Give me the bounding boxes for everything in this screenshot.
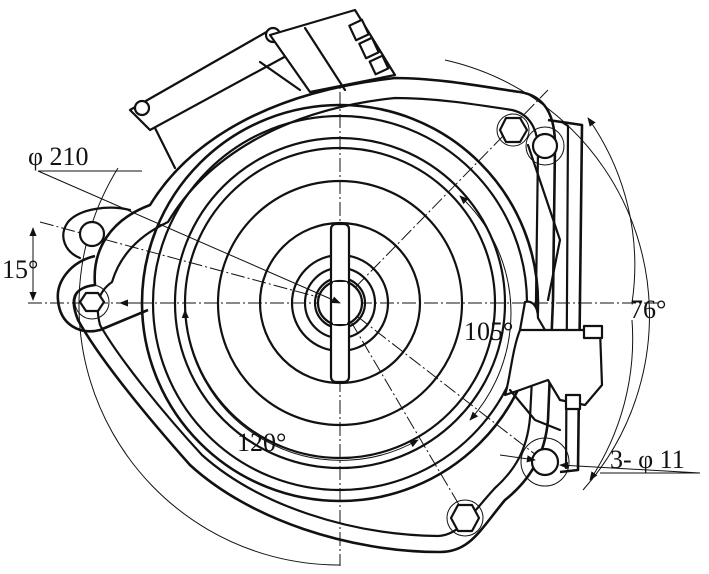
right-clamp-body bbox=[503, 300, 604, 407]
lower-right-hole bbox=[530, 447, 560, 477]
top-flange-bolt-left bbox=[133, 99, 151, 117]
top-block-tab-1 bbox=[348, 18, 370, 42]
lower-right-hole-ring bbox=[520, 437, 570, 487]
upper-hex-bolt-ring bbox=[496, 113, 530, 147]
angle-76-arc-upper bbox=[587, 117, 636, 304]
angle-76-arc-lower bbox=[589, 319, 634, 481]
right-clamp-upper-arm bbox=[526, 143, 562, 302]
angle-15-label: 15° bbox=[2, 255, 38, 284]
angle-105-label: 105° bbox=[464, 317, 513, 346]
right-clamp-lower-arm bbox=[508, 388, 562, 432]
bolt-circle-arc-left bbox=[78, 167, 341, 566]
top-block-edge bbox=[303, 26, 347, 92]
dimensions bbox=[29, 117, 701, 481]
bolt-lower-center-line bbox=[339, 302, 469, 521]
angle-120-arc bbox=[181, 309, 419, 461]
diameter-leader bbox=[37, 170, 341, 304]
hole-center-line bbox=[339, 302, 546, 463]
angle-76-label: 76° bbox=[630, 295, 666, 324]
left-hex-bolt bbox=[78, 291, 106, 313]
top-flange-plate bbox=[128, 28, 290, 132]
left-hex-bolt-ring bbox=[74, 284, 110, 320]
top-connector bbox=[128, 8, 397, 170]
left-lug-upper-ear bbox=[62, 206, 132, 260]
outer-76deg-arc bbox=[444, 59, 650, 491]
diameter-label: φ 210 bbox=[28, 142, 89, 171]
housing-inner bbox=[96, 96, 540, 538]
right-bracket bbox=[503, 118, 604, 474]
left-lug bbox=[56, 206, 149, 333]
right-clamp-tab-top bbox=[582, 324, 604, 340]
upper-hex-bolt bbox=[498, 116, 529, 144]
lower-hex-bolt bbox=[449, 503, 481, 533]
angle-105-arc bbox=[459, 195, 512, 421]
holes-label: 3- φ 11 bbox=[610, 445, 685, 474]
angle-120-label: 120° bbox=[237, 428, 286, 457]
bolts bbox=[446, 113, 570, 537]
upper-right-hole bbox=[531, 132, 559, 160]
ring-3 bbox=[173, 136, 507, 470]
holes-leader bbox=[559, 461, 701, 474]
lower-hex-bolt-ring bbox=[446, 499, 484, 537]
ring-4 bbox=[183, 146, 497, 460]
right-strap bbox=[547, 118, 584, 474]
pipe-side-right bbox=[258, 60, 302, 92]
holes-inner-arrow bbox=[499, 454, 536, 463]
right-clamp-tab-bottom bbox=[564, 393, 582, 411]
pipe-side-left bbox=[153, 126, 177, 170]
right-strap-inner bbox=[560, 120, 570, 470]
top-block-tab-2 bbox=[358, 36, 380, 60]
upper-right-hole-ring bbox=[525, 126, 565, 166]
left-upper-hole bbox=[78, 220, 106, 248]
left-lug-lower-ear bbox=[56, 254, 149, 333]
labels: φ 210 15° 76° 105° 120° 3- φ 11 bbox=[2, 142, 685, 474]
top-block-tab-3 bbox=[368, 54, 390, 76]
